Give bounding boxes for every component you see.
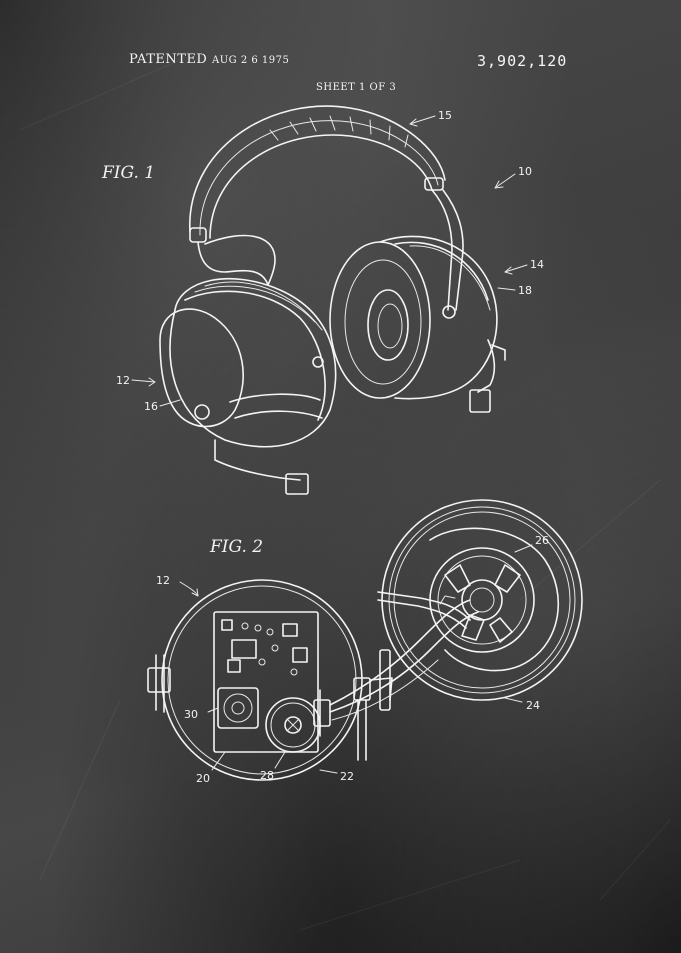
ref-12-fig2: 12 [156,574,170,587]
ref-18: 18 [518,284,532,297]
ref-14: 14 [530,258,544,271]
ref-12-fig1: 12 [116,374,130,387]
fig2-circuit [147,499,583,781]
fig2-leaders [179,544,533,774]
ref-16: 16 [144,400,158,413]
fig1-label: FIG. 1 [101,163,155,183]
ref-28: 28 [260,769,274,782]
ref-20: 20 [196,772,210,785]
sheet-number: SHEET 1 OF 3 [316,82,397,93]
fig1-headset [159,105,506,495]
patented-label: PATENTED [129,52,208,67]
patent-date: AUG 2 6 1975 [212,55,290,66]
patent-number: 3,902,120 [477,52,568,70]
fig2-label: FIG. 2 [209,537,263,557]
ref-15: 15 [438,109,452,122]
paper-texture [19,59,671,931]
ref-10: 10 [518,165,532,178]
ref-30: 30 [184,708,198,721]
ref-24: 24 [526,699,540,712]
fig1-leaders [131,115,528,407]
ref-26: 26 [535,534,549,547]
ref-22: 22 [340,770,354,783]
patented-date: PATENTED AUG 2 6 1975 [129,52,289,67]
